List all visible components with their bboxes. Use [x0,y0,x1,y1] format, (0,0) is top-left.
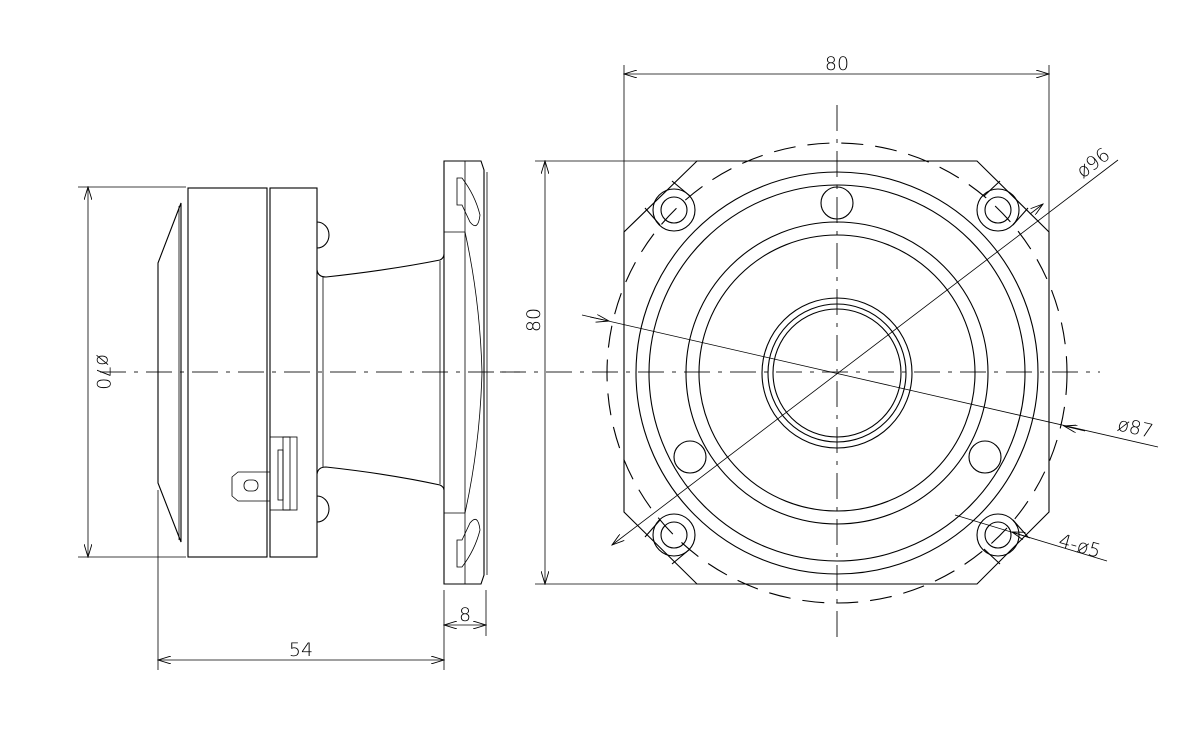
body-diameter-label: ø70 [92,354,114,390]
front-width-label: 80 [825,53,849,75]
magnet-plate [269,187,318,558]
horn-top-curve [316,253,445,278]
hole-left [673,440,707,474]
flange [443,160,485,585]
front-cap [157,202,182,543]
outer-diameter-label: ø96 [1072,144,1114,183]
bolt-head-top [316,221,330,249]
side-dimensions: ø70 54 8 [78,187,486,670]
hole-right [968,440,1002,474]
mount-holes [644,180,1029,565]
horn-mouth-inner [772,308,902,438]
magnet-body [187,187,268,558]
mount-holes-label: 4-ø5 [1056,530,1103,563]
horn-bottom-curve [316,466,445,491]
front-view [500,105,1100,640]
terminal [231,436,298,511]
front-dimensions: 80 80 ø96 ø87 4-ø5 [523,53,1159,584]
hole-top [820,186,854,220]
flange-clip-bottom [456,518,481,568]
front-height-label: 80 [523,308,545,332]
depth-label: 54 [289,639,313,661]
horn-mouth-outer [761,297,913,449]
side-view [100,160,520,585]
front-plate [623,160,1050,585]
flange-clip-top [456,177,481,227]
flange-thickness-label: 8 [459,604,471,626]
bolt-circle [606,142,1068,604]
bolt-head-bottom [316,495,330,523]
